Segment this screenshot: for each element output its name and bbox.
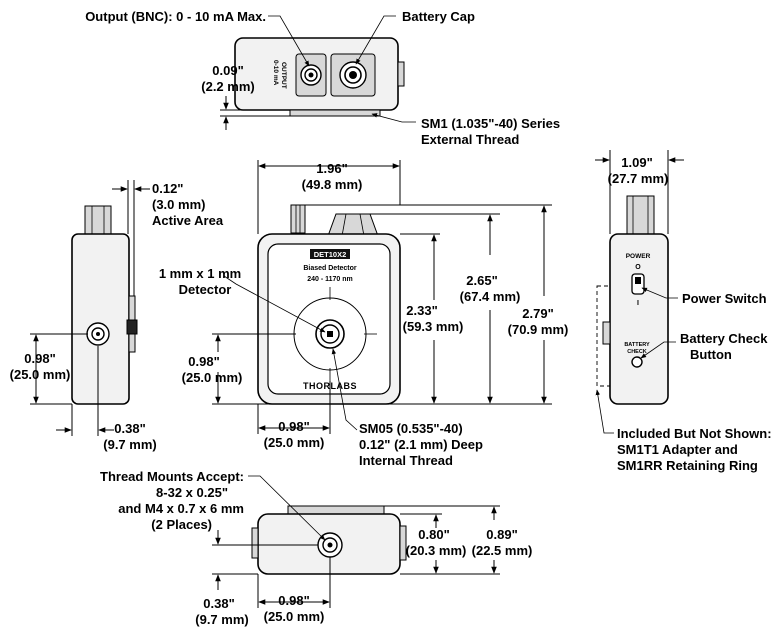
- battery-cap-icon: [330, 53, 376, 97]
- battery-check-text-2: CHECK: [627, 349, 647, 355]
- bottom-w-in: 0.98": [278, 593, 309, 608]
- bottom-h2-mm: (22.5 mm): [472, 543, 533, 558]
- battery-check-label-2: Button: [690, 347, 732, 362]
- battery-check-button-icon: [631, 356, 643, 368]
- sm1-thread-label-2: External Thread: [421, 132, 519, 147]
- left-thread-mount-icon: [86, 322, 110, 346]
- bottom-view-cap-stub: [399, 525, 407, 561]
- thread-mount-label-3: and M4 x 0.7 x 6 mm: [118, 501, 244, 516]
- right-width-mm: (27.7 mm): [608, 171, 669, 186]
- right-view-battery-cap: [626, 195, 655, 237]
- bottom-view-bnc-stub: [251, 527, 259, 559]
- sm05-label-1: SM05 (0.535"-40): [359, 421, 463, 436]
- front-battery-cap: [327, 213, 379, 237]
- product-text: Biased Detector: [303, 265, 357, 272]
- range-text: 240 - 1170 nm: [307, 276, 353, 283]
- left-height-in: 0.98": [24, 351, 55, 366]
- front-h3-mm: (70.9 mm): [508, 322, 569, 337]
- front-label-panel: [267, 243, 391, 395]
- front-width-in: 1.96": [316, 161, 347, 176]
- front-h2-in: 2.65": [466, 273, 497, 288]
- battery-check-label-1: Battery Check: [680, 331, 768, 346]
- included-label-3: SM1RR Retaining Ring: [617, 458, 758, 473]
- detector-aperture-icon: [293, 297, 367, 371]
- battery-cap-label: Battery Cap: [402, 9, 475, 24]
- power-switch-label: Power Switch: [682, 291, 767, 306]
- bottom-off-in: 0.38": [203, 596, 234, 611]
- bottom-off-mm: (9.7 mm): [195, 612, 248, 627]
- power-off-text: I: [637, 300, 639, 307]
- front-width-mm: (49.8 mm): [302, 177, 363, 192]
- front-center-y-mm: (25.0 mm): [182, 370, 243, 385]
- detector-label-1: 1 mm x 1 mm: [159, 266, 241, 281]
- front-h3-in: 2.79": [522, 306, 553, 321]
- bottom-h1-mm: (20.3 mm): [406, 543, 467, 558]
- front-center-x-in: 0.98": [278, 419, 309, 434]
- bottom-view-sm1-thread: [287, 505, 385, 515]
- front-h1-in: 2.33": [406, 303, 437, 318]
- bottom-h2-in: 0.89": [486, 527, 517, 542]
- front-view: DET10X2 Biased Detector 240 - 1170 nm TH…: [159, 160, 569, 468]
- right-view-side-tab: [602, 321, 611, 345]
- thread-mount-label-2: 8-32 x 0.25": [156, 485, 228, 500]
- front-center-x-mm: (25.0 mm): [264, 435, 325, 450]
- left-height-mm: (25.0 mm): [10, 367, 71, 382]
- right-width-in: 1.09": [621, 155, 652, 170]
- bnc-output-text: OUTPUT: [280, 62, 287, 89]
- active-area-label: Active Area: [152, 213, 224, 228]
- active-area-mm: (3.0 mm): [152, 197, 205, 212]
- top-view-side-tab: [397, 61, 405, 87]
- bottom-view: Thread Mounts Accept: 8-32 x 0.25" and M…: [100, 469, 532, 627]
- included-label-1: Included But Not Shown:: [617, 426, 772, 441]
- detector-label-2: Detector: [179, 282, 232, 297]
- sm05-label-3: Internal Thread: [359, 453, 453, 468]
- thread-mount-label-1: Thread Mounts Accept:: [100, 469, 244, 484]
- power-on-text: O: [635, 264, 641, 271]
- thread-mount-label-4: (2 Places): [151, 517, 212, 532]
- front-h2-mm: (67.4 mm): [460, 289, 521, 304]
- left-view-detector-edge: [126, 319, 138, 335]
- front-h1-mm: (59.3 mm): [403, 319, 464, 334]
- bnc-connector-icon: [295, 53, 327, 97]
- left-view-body: [71, 233, 130, 405]
- sm1-thread-label-1: SM1 (1.035"-40) Series: [421, 116, 560, 131]
- left-depth-in: 0.38": [114, 421, 145, 436]
- sm05-label-2: 0.12" (2.1 mm) Deep: [359, 437, 483, 452]
- front-bnc: [290, 204, 306, 234]
- bottom-h1-in: 0.80": [418, 527, 449, 542]
- top-view-sm1-thread: [289, 109, 381, 117]
- top-offset-in: 0.09": [212, 63, 243, 78]
- model-badge: [310, 249, 350, 259]
- bnc-range-text: 0-10 mA: [272, 60, 279, 86]
- left-view-bnc: [84, 205, 112, 237]
- model-text: DET10X2: [314, 250, 347, 259]
- output-bnc-label: Output (BNC): 0 - 10 mA Max.: [85, 9, 266, 24]
- included-label-2: SM1T1 Adapter and: [617, 442, 738, 457]
- power-text: POWER: [626, 253, 651, 260]
- battery-check-text-1: BATTERY: [624, 342, 650, 348]
- active-area-in: 0.12": [152, 181, 183, 196]
- bottom-w-mm: (25.0 mm): [264, 609, 325, 624]
- top-offset-mm: (2.2 mm): [201, 79, 254, 94]
- right-view: POWER O I BATTERY CHECK 1.09" (27.7 mm) …: [595, 150, 772, 473]
- left-view: 0.12" (3.0 mm) Active Area 0.98" (25.0 m…: [10, 180, 224, 452]
- left-depth-mm: (9.7 mm): [103, 437, 156, 452]
- top-view: OUTPUT 0-10 mA Output (BNC): 0 - 10 mA M…: [85, 9, 560, 147]
- front-center-y-in: 0.98": [188, 354, 219, 369]
